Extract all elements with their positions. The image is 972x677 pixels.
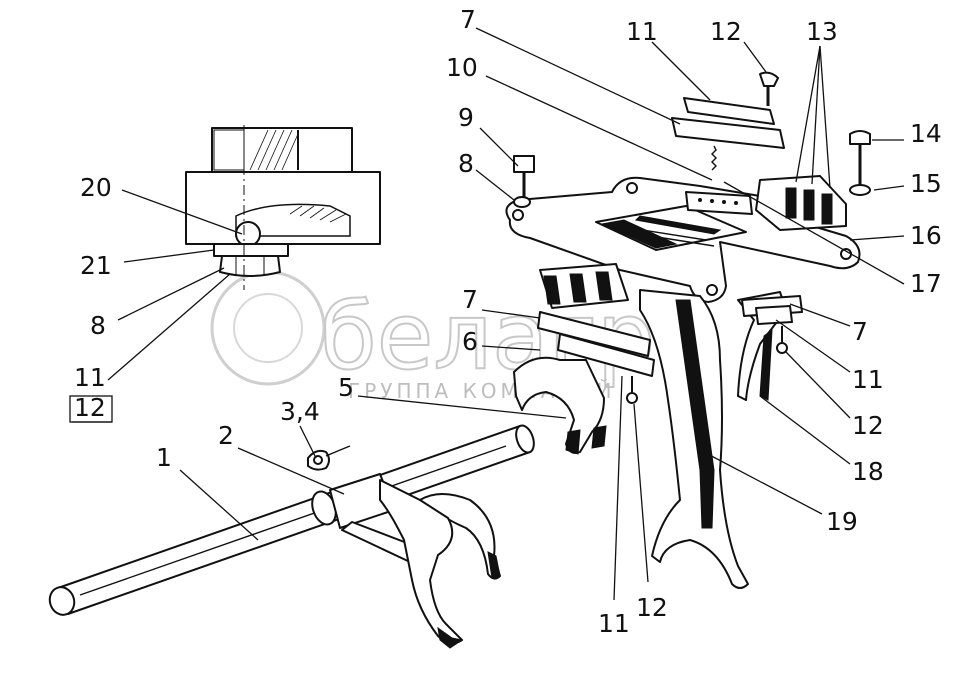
callout-labels: 1 2 3,4 5 6 7 7 7 8 8 9 10 11 11 11 11 1… (74, 5, 942, 638)
callout-11-detail: 11 (74, 363, 106, 392)
callout-7-right: 7 (852, 317, 868, 346)
bolt-14-head (849, 130, 871, 145)
bolt-12-right (776, 342, 788, 354)
callout-7-mid: 7 (462, 285, 478, 314)
spring-10 (711, 145, 717, 171)
fork-19-rib (675, 299, 715, 529)
callout-box-12 (69, 395, 113, 423)
callout-17: 17 (910, 269, 942, 298)
section-detail (185, 125, 381, 290)
washer-15 (849, 184, 871, 196)
callout-20: 20 (80, 173, 112, 202)
retainer-plate-upper (685, 191, 753, 215)
callout-12-detail: 12 (74, 393, 106, 422)
callout-8-main: 8 (458, 149, 474, 178)
callout-12-top: 12 (710, 17, 742, 46)
callout-13: 13 (806, 17, 838, 46)
callout-9: 9 (458, 103, 474, 132)
detent-spring-2 (803, 189, 815, 221)
lock-plate-top (683, 97, 775, 125)
callout-21: 21 (80, 251, 112, 280)
fork-left-pad (437, 626, 464, 649)
retainer-plate-top (671, 117, 785, 149)
detilan-ball (235, 221, 261, 247)
watermark-logo-inner (233, 293, 303, 363)
detail-hatching-lower (289, 205, 347, 223)
callout-12-right: 12 (852, 411, 884, 440)
bracket-window (595, 205, 747, 251)
detail-nut (219, 255, 281, 277)
fork-large-19 (639, 289, 749, 589)
callout-16: 16 (910, 221, 942, 250)
rail-stripe-b (634, 215, 722, 235)
retainer-plate-mid (537, 311, 651, 357)
watermark-logo-ring (210, 270, 326, 386)
lock-plate-mid (557, 333, 655, 377)
callout-2: 2 (218, 421, 234, 450)
callout-6: 6 (462, 327, 478, 356)
bolt-9-head (513, 155, 535, 173)
callout-11-bottom: 11 (598, 609, 630, 638)
lock-plate-right (755, 305, 793, 325)
leader-lines (69, 27, 905, 601)
detent-spring-3 (821, 193, 833, 225)
callout-11-top: 11 (626, 17, 658, 46)
callout-11-right: 11 (852, 365, 884, 394)
washer-8 (513, 196, 531, 208)
callout-15: 15 (910, 169, 942, 198)
callout-1: 1 (156, 443, 172, 472)
callout-3-4: 3,4 (280, 397, 320, 426)
detail-hatching-upper (249, 129, 299, 171)
callout-7-top: 7 (460, 5, 476, 34)
fork-right-pad (487, 551, 501, 579)
callout-18: 18 (852, 457, 884, 486)
bolt-12-mid (626, 392, 638, 404)
fork-right-tine (419, 493, 501, 580)
callout-5: 5 (338, 373, 354, 402)
shift-bracket-assembly (505, 71, 871, 589)
shift-rod-end (48, 586, 76, 616)
callout-12-bottom: 12 (636, 593, 668, 622)
callout-14: 14 (910, 119, 942, 148)
callout-10: 10 (446, 53, 478, 82)
detent-spring-1 (785, 187, 797, 219)
callout-19: 19 (826, 507, 858, 536)
detail-lower-block (185, 171, 381, 245)
shift-rod-assembly (48, 424, 535, 649)
detail-spacer-plate (213, 243, 289, 257)
bolt-12-head (759, 71, 779, 87)
callout-8-detail: 8 (90, 311, 106, 340)
